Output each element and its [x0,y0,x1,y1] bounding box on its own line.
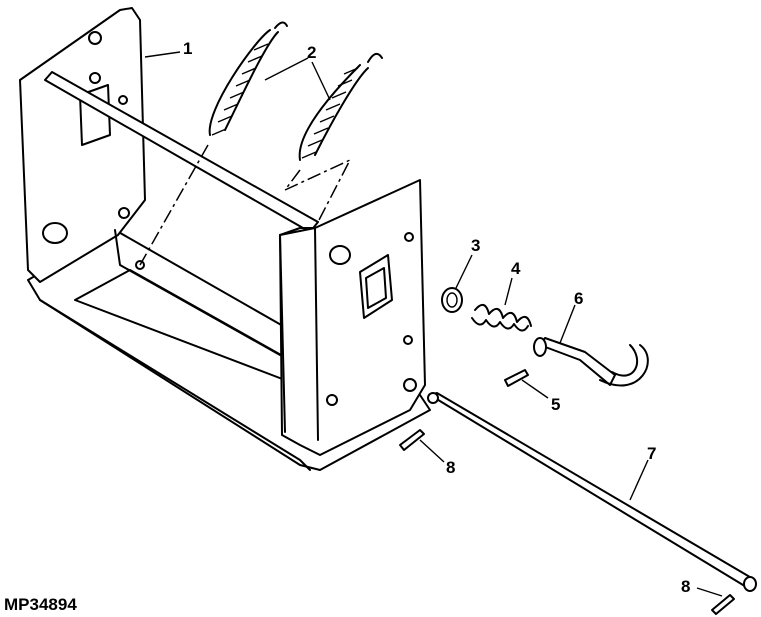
callout-5: 5 [551,395,560,414]
bracket-frame [19,7,431,471]
cotter-pin [399,429,425,451]
compression-spring [471,303,532,332]
washer [441,287,463,313]
callout-1: 1 [183,39,192,58]
callout-8a: 8 [446,458,455,477]
cotter-pin [504,369,529,387]
cotter-pin [711,594,735,615]
callout-7: 7 [647,444,656,463]
figure-id: MP34894 [4,595,77,614]
callout-leaders [144,51,723,597]
callout-4: 4 [511,259,521,278]
callout-3: 3 [471,236,480,255]
callout-6: 6 [574,289,583,308]
callout-2: 2 [307,43,316,62]
latch-pin [539,337,616,386]
extension-springs [139,21,383,266]
latch-parts [441,287,649,387]
rod [399,392,757,615]
callout-8b: 8 [681,577,690,596]
